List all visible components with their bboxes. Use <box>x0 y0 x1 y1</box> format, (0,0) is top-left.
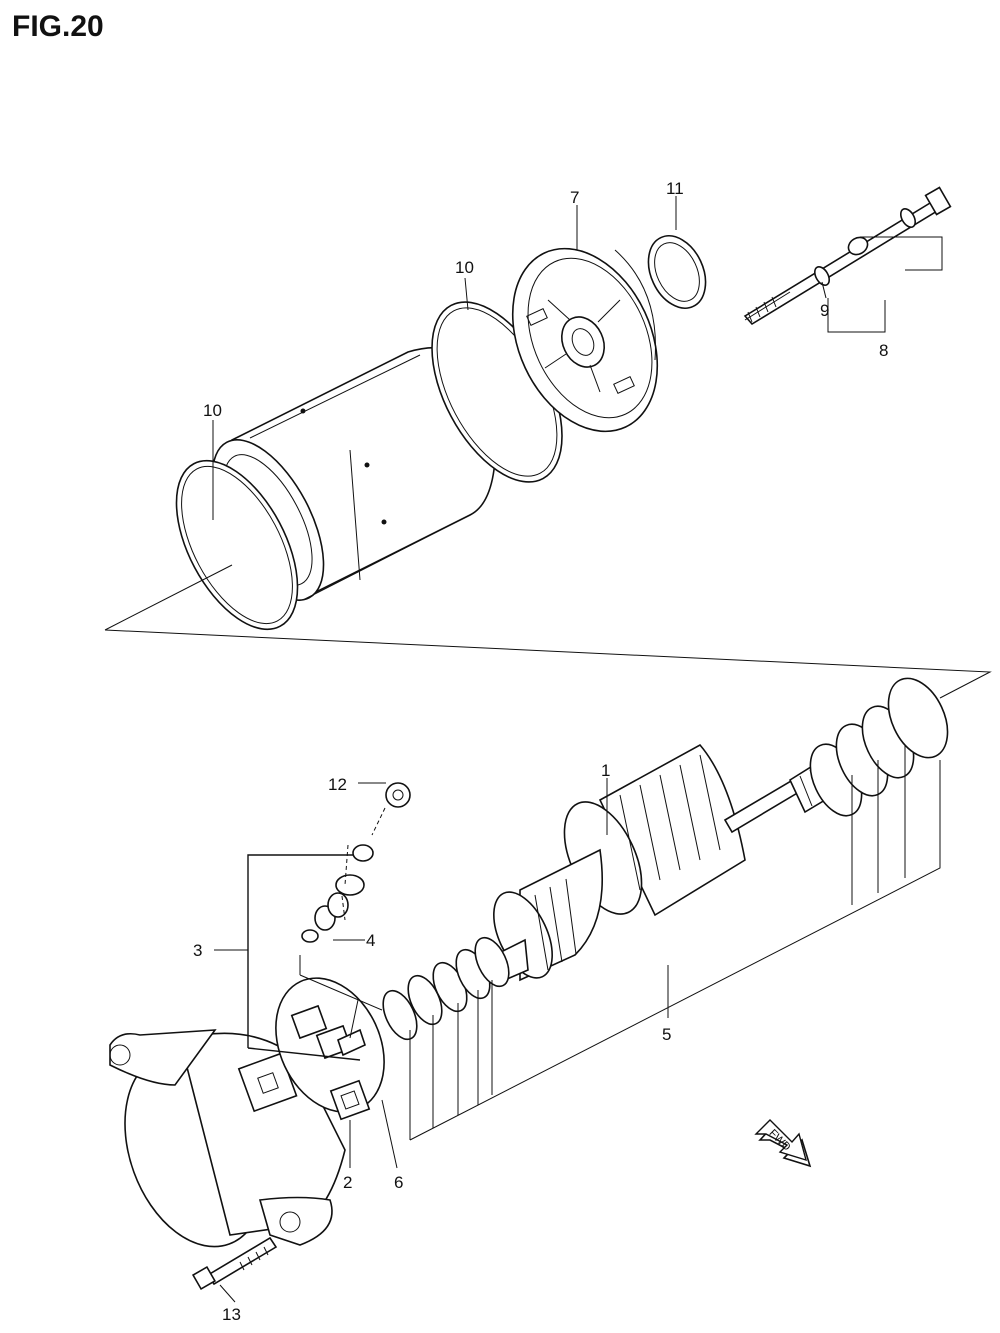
callout-9: 9 <box>820 301 829 320</box>
terminal-set <box>247 782 411 1061</box>
callout-3: 3 <box>193 941 202 960</box>
brush-holder <box>275 977 385 1113</box>
callout-10-lower: 10 <box>203 401 222 420</box>
callout-4: 4 <box>366 931 375 950</box>
callout-11: 11 <box>666 179 684 198</box>
alignment-line-upper <box>104 564 233 631</box>
callout-8: 8 <box>879 341 888 360</box>
o-ring-front <box>175 459 299 631</box>
o-ring-small <box>647 235 707 309</box>
callout-6: 6 <box>394 1173 403 1192</box>
figure-title: FIG.20 <box>12 10 104 43</box>
fwd-direction-marker: FWD <box>754 1119 812 1168</box>
through-bolt <box>743 186 952 326</box>
shim-leader-bracket <box>409 745 941 1141</box>
callout-7: 7 <box>570 188 579 207</box>
callout-5: 5 <box>662 1025 671 1044</box>
callout-13: 13 <box>222 1305 241 1324</box>
brush-set <box>329 1079 371 1121</box>
shim-set-left <box>382 936 510 1041</box>
mounting-bolt <box>191 1236 278 1291</box>
alignment-line-lower <box>104 629 992 699</box>
callout-10-upper: 10 <box>455 258 474 277</box>
callout-2: 2 <box>343 1173 352 1192</box>
shim-set-right <box>809 677 949 817</box>
callout-1: 1 <box>601 761 610 780</box>
rear-end-cover <box>511 247 659 433</box>
callout-12: 12 <box>328 775 347 794</box>
callout-labels: 7 11 10 10 9 8 1 12 4 3 5 2 6 13 <box>193 179 888 1324</box>
leader-lines <box>212 196 943 1303</box>
armature <box>493 743 847 984</box>
